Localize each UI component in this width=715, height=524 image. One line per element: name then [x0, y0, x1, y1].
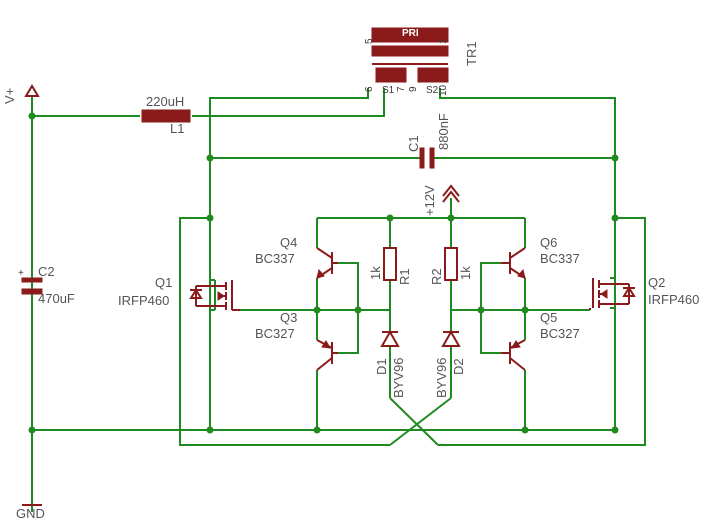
- q2-part: IRFP460: [648, 292, 699, 307]
- resistor-r1: 1k R1: [368, 247, 412, 285]
- tr1-name: TR1: [464, 41, 479, 66]
- capacitor-c1: C1 880nF: [406, 113, 451, 169]
- tr1-pin6: 6: [364, 86, 375, 92]
- tr1-pin9: 9: [408, 86, 419, 92]
- bjt-q5: Q5 BC327: [501, 310, 580, 371]
- q1-name: Q1: [155, 275, 172, 290]
- l1-name: L1: [170, 121, 184, 136]
- vplus-symbol: V+: [2, 84, 40, 104]
- c2-name: C2: [38, 264, 55, 279]
- junction-dots: [28, 112, 619, 434]
- q3-name: Q3: [280, 310, 297, 325]
- tr1-pin7: 7: [396, 86, 407, 92]
- d2-part: BYV96: [434, 358, 449, 398]
- tr1-s1-label: S1: [382, 85, 395, 96]
- c1-name: C1: [406, 135, 421, 152]
- v12-symbol: +12V: [422, 184, 460, 216]
- diode-d2: BYV96 D2: [434, 329, 466, 398]
- bjt-q3: Q3 BC327: [255, 310, 338, 371]
- tr1-pin10: 10: [438, 84, 449, 96]
- capacitor-c2: + C2 470uF: [18, 264, 75, 306]
- q4-name: Q4: [280, 235, 297, 250]
- l1-value: 220uH: [146, 94, 184, 109]
- c1-value: 880nF: [436, 113, 451, 150]
- gnd-label: GND: [16, 506, 45, 521]
- q6-name: Q6: [540, 235, 557, 250]
- d1-name: D1: [374, 358, 389, 375]
- mosfet-q1: Q1 IRFP460: [118, 275, 240, 311]
- q3-part: BC327: [255, 326, 295, 341]
- r1-value: 1k: [368, 266, 383, 280]
- bjt-q4: Q4 BC337: [255, 235, 338, 279]
- c2-plus-sign: +: [18, 268, 24, 279]
- d1-part: BYV96: [391, 358, 406, 398]
- bjt-q6: Q6 BC337: [501, 235, 580, 279]
- diode-d1: D1 BYV96: [374, 329, 406, 398]
- resistor-r2: R2 1k: [429, 247, 473, 285]
- v12-label: +12V: [422, 185, 437, 216]
- inductor-l1: 220uH L1: [141, 94, 191, 136]
- mosfet-q2: Q2 IRFP460: [589, 275, 699, 310]
- transformer-tr1: PRI S1 S2 5 1 6 7 9 10 TR1: [364, 27, 479, 96]
- r2-value: 1k: [458, 266, 473, 280]
- tr1-pri-label: PRI: [402, 28, 419, 39]
- vplus-label: V+: [2, 88, 17, 104]
- tr1-pin1: 1: [438, 38, 449, 44]
- gnd-symbol: GND: [16, 504, 45, 521]
- q4-part: BC337: [255, 251, 295, 266]
- q2-name: Q2: [648, 275, 665, 290]
- r1-name: R1: [397, 268, 412, 285]
- d2-name: D2: [451, 358, 466, 375]
- q5-part: BC327: [540, 326, 580, 341]
- tr1-s2-label: S2: [426, 85, 439, 96]
- c2-value: 470uF: [38, 291, 75, 306]
- tr1-pin5: 5: [364, 38, 375, 44]
- r2-name: R2: [429, 268, 444, 285]
- q1-part: IRFP460: [118, 293, 169, 308]
- q5-name: Q5: [540, 310, 557, 325]
- q6-part: BC337: [540, 251, 580, 266]
